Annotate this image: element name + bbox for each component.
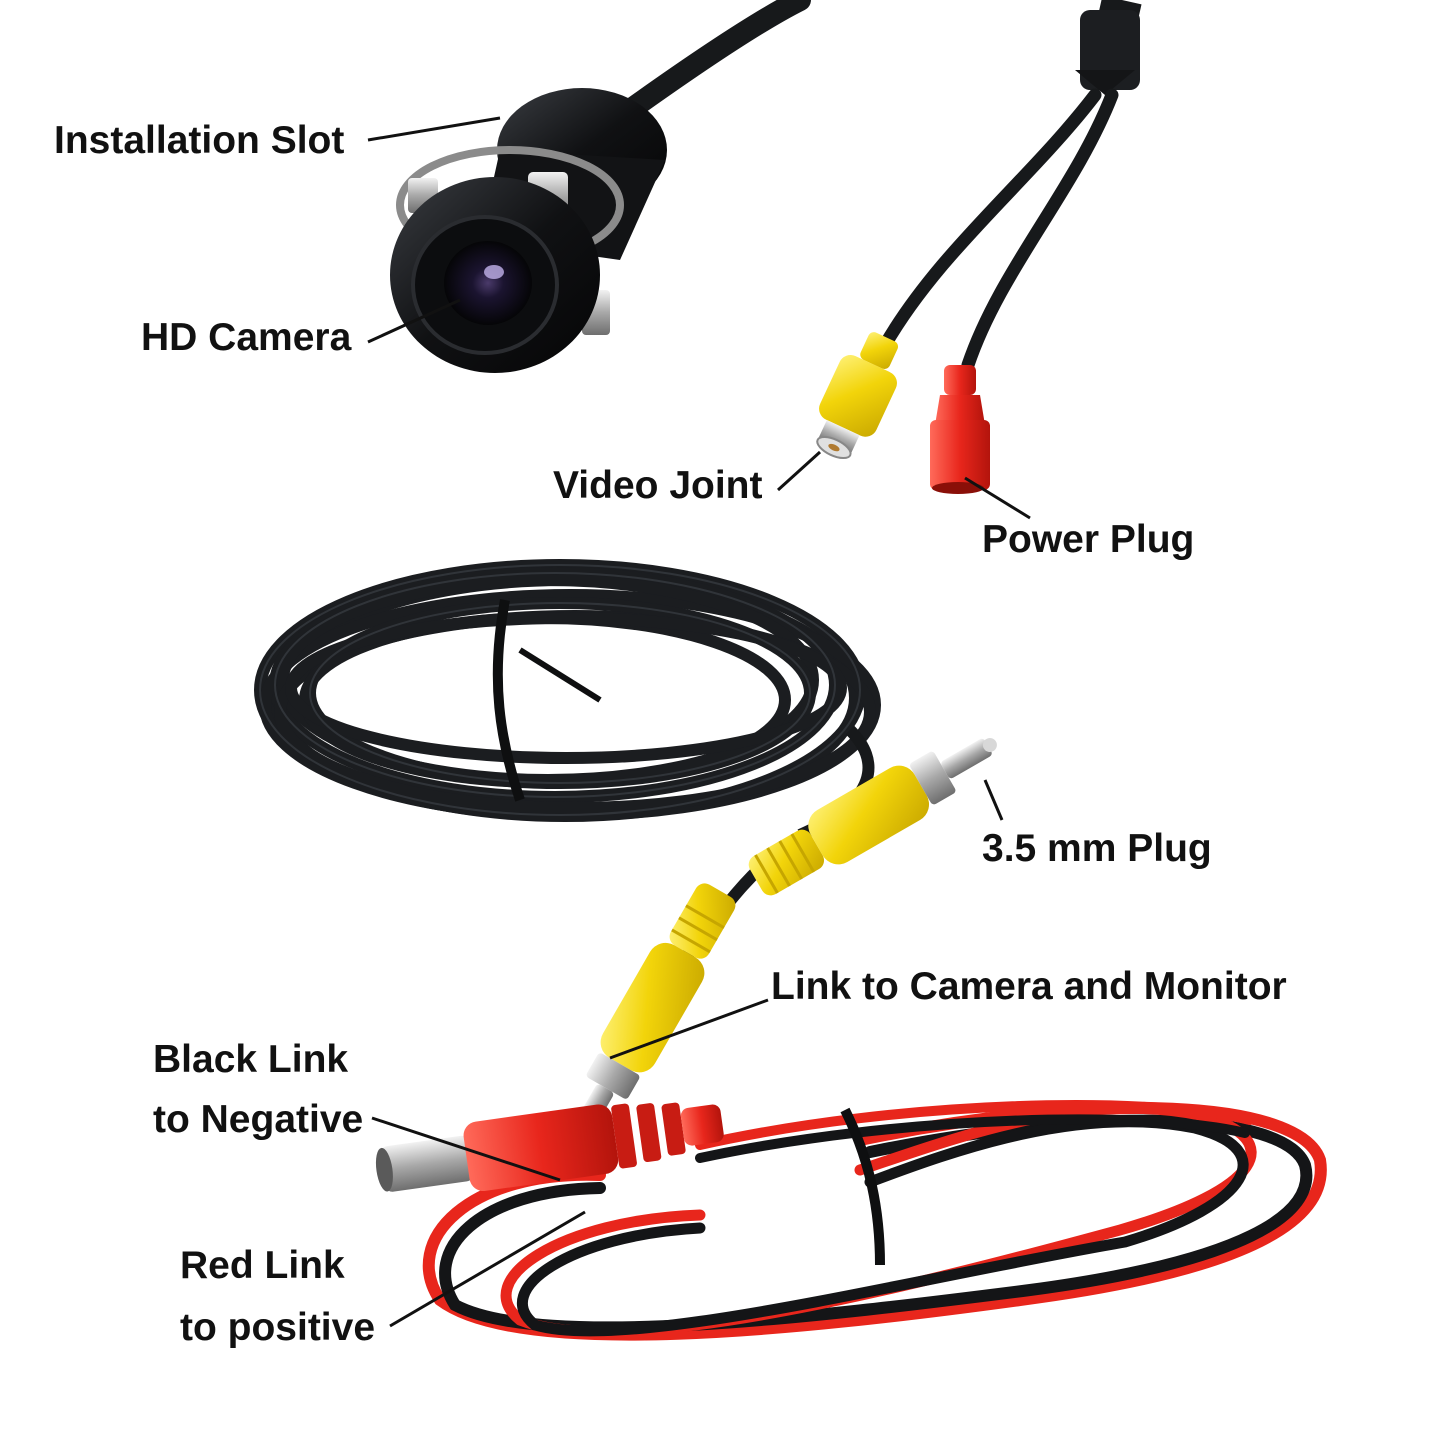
label-red-link-line2: to positive — [180, 1306, 376, 1349]
label-installation-slot: Installation Slot — [54, 119, 345, 162]
leader-red-link — [389, 1210, 586, 1328]
rca-plug-lower — [573, 883, 736, 1136]
camera-group — [390, 0, 811, 373]
y-cable-group — [816, 0, 1142, 494]
dc-male-connector — [375, 1102, 724, 1192]
label-3-5mm-plug: 3.5 mm Plug — [982, 827, 1212, 870]
label-black-link-line1: Black Link — [153, 1038, 349, 1081]
leader-hd-camera — [367, 298, 461, 344]
leader-power-plug — [964, 476, 1031, 520]
label-red-link-line1: Red Link — [180, 1244, 345, 1287]
label-black-link-line2: to Negative — [153, 1098, 364, 1141]
label-video-joint: Video Joint — [553, 464, 763, 507]
power-cable-group — [375, 1100, 1327, 1341]
leader-black-link — [371, 1116, 561, 1182]
camera-cable — [619, 0, 811, 121]
video-branch-cable — [878, 88, 1102, 352]
power-branch-cable — [961, 88, 1119, 372]
label-hd-camera: HD Camera — [141, 316, 352, 359]
rca-plug-upper — [748, 738, 997, 896]
extension-cable-group — [254, 559, 997, 1136]
leader-link-camera-monitor — [609, 998, 769, 1060]
label-link-camera-monitor: Link to Camera and Monitor — [771, 965, 1287, 1008]
leader-lines — [367, 116, 1031, 1328]
leader-installation-slot — [367, 116, 501, 142]
camera-lens — [444, 241, 532, 325]
video-joint-connector — [816, 332, 899, 460]
leader-3-5mm-plug — [983, 779, 1004, 821]
power-plug-connector — [930, 365, 990, 494]
leader-video-joint — [776, 450, 822, 492]
label-power-plug: Power Plug — [982, 518, 1195, 561]
